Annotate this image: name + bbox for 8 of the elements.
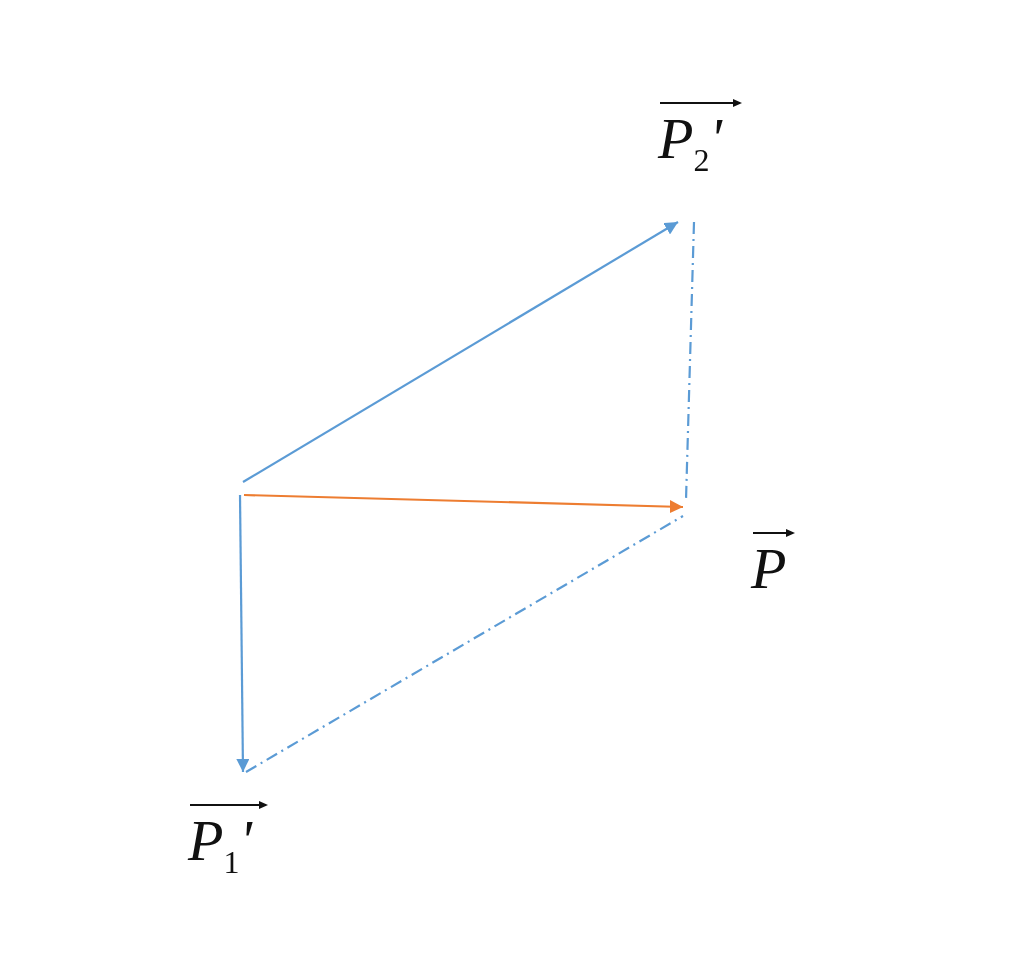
vector-arrow	[236, 495, 250, 772]
vector-arrow	[243, 493, 684, 514]
vector-label: P	[751, 540, 787, 598]
vector-label: P$_{2}$'	[658, 110, 722, 176]
dash-dot-line	[245, 515, 684, 773]
vector-label: P$_{1}$'	[188, 812, 252, 878]
vector-arrow	[242, 221, 679, 483]
dash-dot-line	[684, 221, 696, 501]
